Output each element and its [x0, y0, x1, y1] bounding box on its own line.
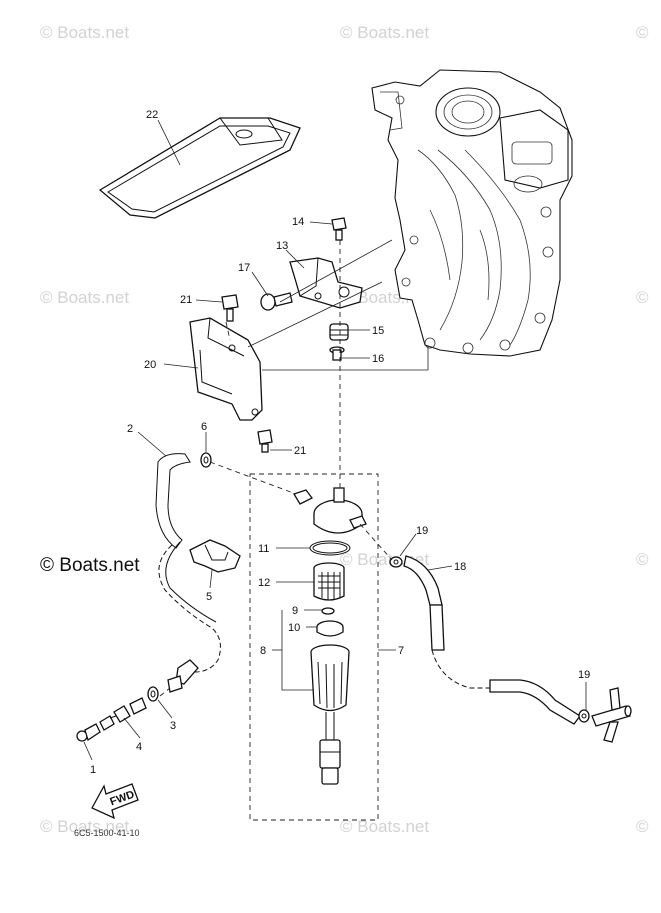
callout-3: 3	[170, 720, 176, 732]
tee-fitting	[591, 687, 632, 743]
callout-21-lower: 21	[294, 445, 306, 457]
part-8-filter-cup	[310, 644, 350, 785]
callout-20: 20	[144, 359, 156, 371]
connection-lines	[159, 239, 429, 697]
watermark: © Boats.net	[340, 817, 429, 836]
callout-22: 22	[146, 109, 158, 121]
callout-13: 13	[276, 240, 288, 252]
watermark: © Boats.net	[40, 23, 129, 42]
callout-21-upper: 21	[180, 294, 192, 306]
watermark: ©	[636, 23, 649, 42]
callout-19-lower: 19	[578, 669, 590, 681]
callout-11: 11	[258, 543, 269, 555]
part-13-bracket	[289, 257, 363, 309]
part-4-fitting	[99, 697, 147, 731]
part-21-bolt-upper	[221, 294, 239, 322]
part-3-clip	[147, 686, 159, 702]
callout-5: 5	[206, 591, 212, 603]
part-6-clip	[200, 452, 212, 468]
watermark: ©	[636, 550, 649, 569]
callout-15: 15	[372, 325, 384, 337]
part-19-clip-upper	[389, 556, 403, 568]
hose-connector-end	[167, 659, 199, 693]
callout-17: 17	[238, 262, 250, 274]
watermark: ©	[636, 817, 649, 836]
part-12-filter-element	[313, 562, 345, 601]
filter-head	[293, 487, 367, 534]
callout-2: 2	[127, 423, 133, 435]
callout-18: 18	[454, 561, 466, 573]
watermark: © Boats.net	[40, 817, 129, 836]
callout-7: 7	[398, 645, 404, 657]
watermark: © Boats.net	[340, 23, 429, 42]
callout-16: 16	[372, 353, 384, 365]
part-14-bolt	[331, 217, 347, 241]
fwd-arrow-icon: FWD	[91, 783, 139, 820]
part-15-grommet	[329, 323, 349, 341]
callouts: 22 14 13 17 21 15 16 20 21 2 6 11	[83, 109, 590, 776]
watermark: ©	[636, 288, 649, 307]
watermark: © Boats.net	[40, 288, 129, 307]
part-19-clip-lower	[578, 709, 590, 723]
part-20-holder-bracket	[189, 317, 263, 421]
part-22-bag	[98, 117, 301, 219]
part-7-group-box	[249, 473, 379, 821]
callout-9: 9	[292, 605, 298, 617]
diagram-code: 6C5-1500-41-10	[74, 828, 140, 838]
callout-14: 14	[292, 216, 304, 228]
part-18-hose	[403, 555, 581, 725]
part-2-fuel-hose	[155, 453, 221, 673]
callout-10: 10	[288, 622, 300, 634]
part-5-clamp	[189, 539, 241, 573]
part-1-nipple	[76, 723, 101, 742]
engine-block	[371, 69, 573, 357]
part-9-ring	[321, 607, 335, 615]
watermark-main: © Boats.net	[40, 555, 140, 576]
callout-19-upper: 19	[416, 525, 428, 537]
part-10-cap	[316, 620, 344, 637]
callout-6: 6	[201, 421, 207, 433]
callout-12: 12	[258, 577, 270, 589]
callout-1: 1	[90, 764, 96, 776]
part-16-collar	[329, 346, 345, 361]
part-21-bolt-lower	[257, 429, 273, 453]
callout-8: 8	[260, 645, 266, 657]
part-17-bolt	[260, 292, 293, 311]
callout-4: 4	[136, 741, 142, 753]
